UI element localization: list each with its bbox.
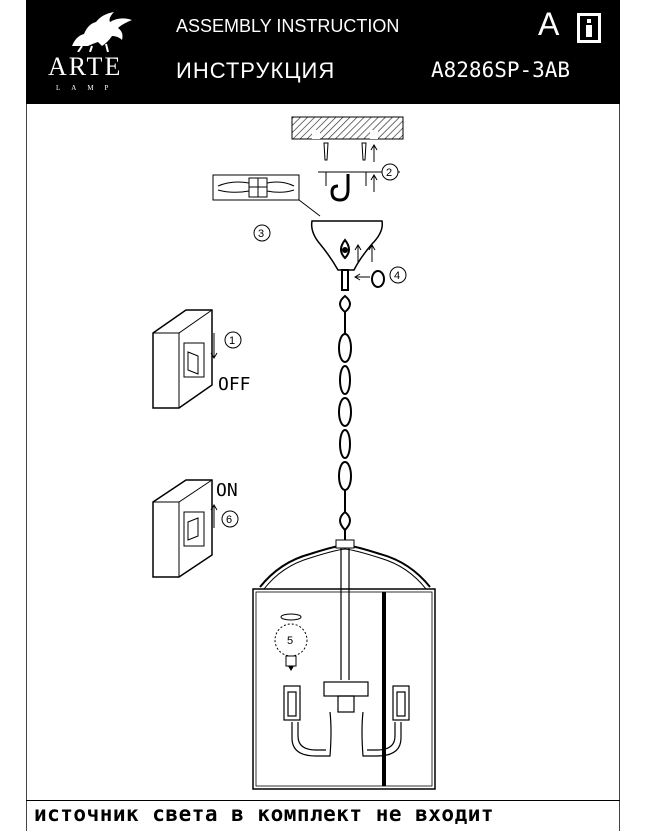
wall-switch-on: 6 ON — [152, 479, 239, 578]
assembly-drawing: 2 3 4 — [152, 116, 436, 790]
brand-subtitle: LAMP — [56, 84, 120, 92]
brand-name: ARTE — [48, 52, 123, 81]
svg-text:4: 4 — [394, 270, 400, 282]
step-5-light-bulb: 5 — [274, 613, 308, 671]
step-2-marker: 2 — [381, 163, 399, 181]
title-russian: ИНСТРУКЦИЯ — [176, 58, 336, 83]
header-bar: ARTE LAMP ASSEMBLY INSTRUCTION ИНСТРУКЦИ… — [26, 0, 620, 104]
svg-text:1: 1 — [229, 335, 235, 347]
wall-switch-off: 1 OFF — [152, 309, 251, 409]
title-english: ASSEMBLY INSTRUCTION — [176, 16, 400, 36]
wire-connector-detail — [212, 174, 321, 217]
switch-on-label: ON — [216, 480, 238, 501]
info-book-icon — [577, 13, 601, 43]
svg-text:3: 3 — [258, 228, 264, 240]
step-3-marker: 3 — [253, 224, 271, 242]
suspension-chain — [338, 269, 352, 540]
step-4-marker: 4 — [354, 244, 407, 288]
model-number: A8286SP-3AB — [431, 58, 571, 82]
ceiling-slab — [291, 116, 404, 140]
footer-note: источник света в комплект не входит — [34, 802, 495, 826]
lantern-frame — [252, 539, 436, 790]
page-frame — [26, 0, 620, 831]
svg-text:6: 6 — [226, 514, 232, 526]
griffin-logo-icon — [72, 12, 132, 52]
class-letter: A — [538, 6, 560, 42]
switch-off-label: OFF — [218, 374, 251, 395]
ceiling-hook-icon — [330, 174, 350, 202]
footer-bar: источник света в комплект не входит — [26, 800, 620, 831]
svg-text:2: 2 — [386, 167, 392, 179]
candle-arms — [283, 681, 410, 757]
svg-text:5: 5 — [287, 635, 293, 647]
